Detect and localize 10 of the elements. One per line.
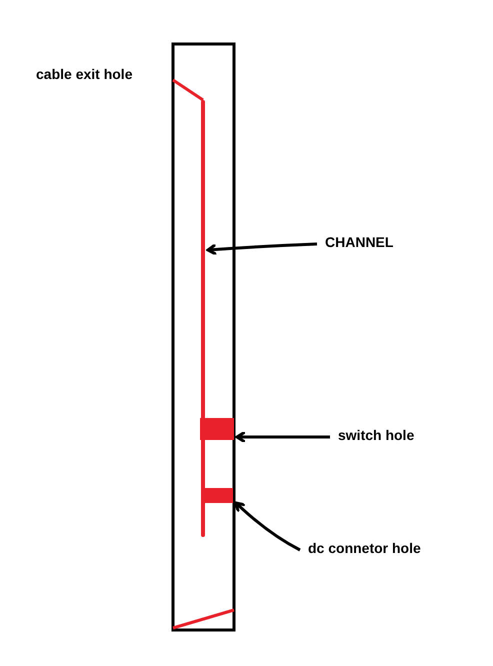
leader-arrow	[236, 430, 330, 444]
leader-text: CHANNEL	[325, 234, 394, 250]
leader-arrow	[234, 502, 301, 552]
connector-hole	[203, 488, 233, 503]
leader-text: switch hole	[338, 427, 414, 443]
part-label: cable exit hole	[36, 66, 132, 82]
channel-line	[201, 100, 205, 537]
leader-text: dc connetor hole	[308, 540, 421, 556]
switch-hole	[200, 418, 234, 440]
leader-arrow	[206, 242, 318, 256]
